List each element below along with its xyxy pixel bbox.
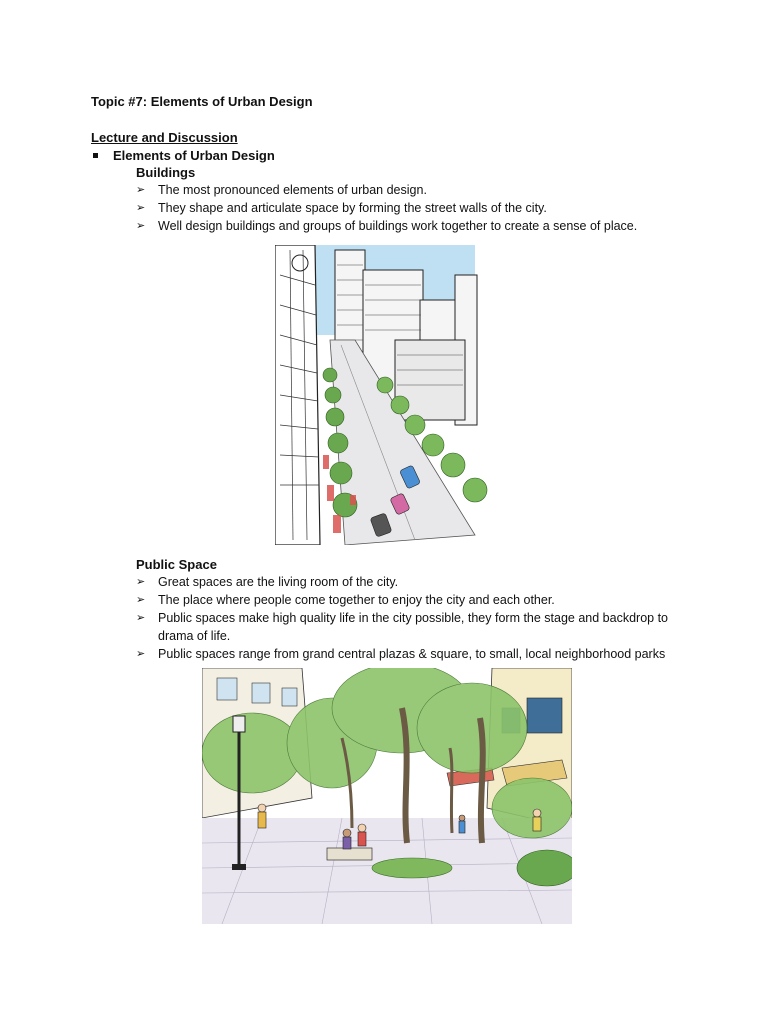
arrow-bullet-icon: ➢	[136, 594, 146, 606]
arrow-bullet-icon: ➢	[136, 648, 146, 660]
topic-bullet: Elements of Urban Design	[91, 148, 275, 163]
public-space-bullet-list: ➢Great spaces are the living room of the…	[136, 573, 676, 663]
arrow-bullet-icon: ➢	[136, 220, 146, 232]
section-heading: Lecture and Discussion	[91, 130, 238, 145]
plaza-sketch-image	[202, 668, 572, 924]
list-item: ➢Public spaces make high quality life in…	[136, 611, 669, 643]
list-item: ➢Great spaces are the living room of the…	[136, 575, 399, 589]
buildings-heading: Buildings	[136, 165, 196, 180]
list-item: ➢Well design buildings and groups of bui…	[136, 219, 638, 233]
list-item: ➢The most pronounced elements of urban d…	[136, 183, 427, 197]
list-item: ➢The place where people come together to…	[136, 593, 555, 607]
topic-bullet-label: Elements of Urban Design	[113, 148, 275, 163]
arrow-bullet-icon: ➢	[136, 184, 146, 196]
list-item: ➢Public spaces range from grand central …	[136, 647, 666, 661]
public-space-heading: Public Space	[136, 557, 217, 572]
square-bullet-icon	[93, 153, 98, 158]
arrow-bullet-icon: ➢	[136, 612, 146, 624]
arrow-bullet-icon: ➢	[136, 202, 146, 214]
list-item: ➢They shape and articulate space by form…	[136, 201, 547, 215]
street-sketch-image	[275, 245, 493, 545]
page-title: Topic #7: Elements of Urban Design	[91, 94, 313, 109]
buildings-bullet-list: ➢The most pronounced elements of urban d…	[136, 181, 696, 235]
arrow-bullet-icon: ➢	[136, 576, 146, 588]
